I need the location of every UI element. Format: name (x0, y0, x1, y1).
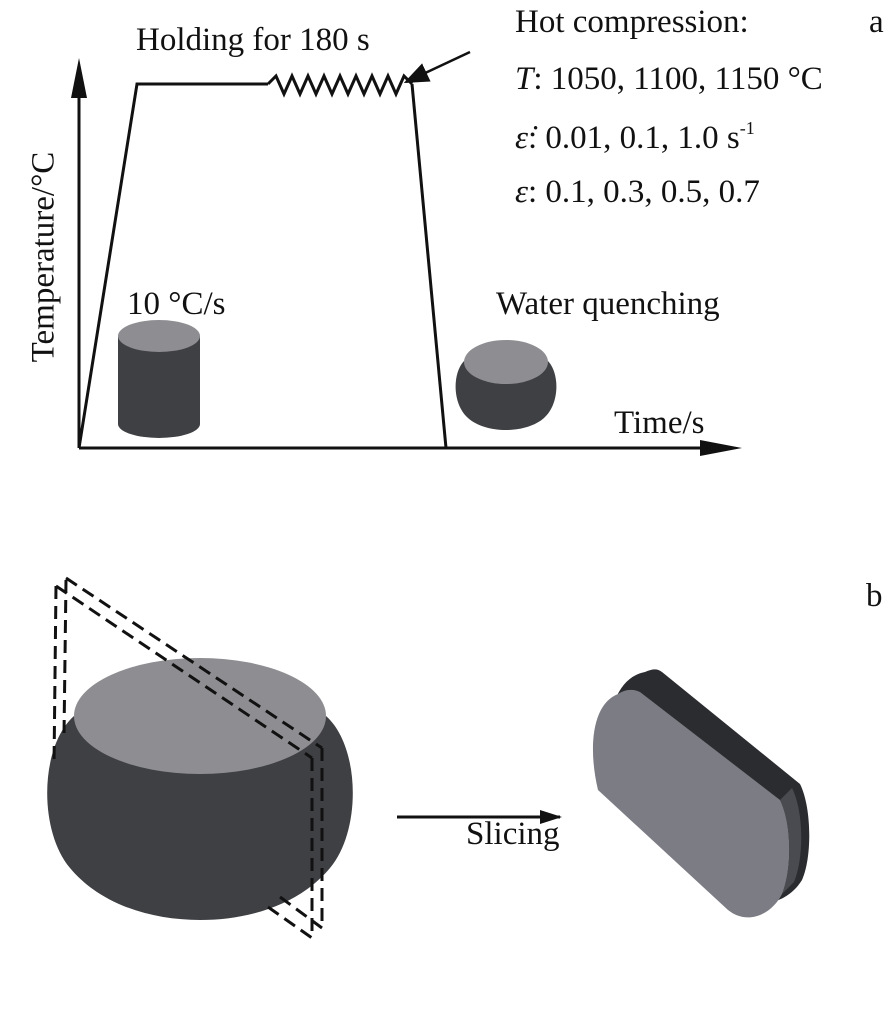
water-quenching-label: Water quenching (496, 286, 720, 322)
heating-ramp (77, 82, 268, 449)
temperature-symbol: T (515, 61, 534, 97)
x-axis-arrowhead (700, 440, 742, 456)
y-axis-arrowhead (71, 58, 87, 98)
holding-label: Holding for 180 s (136, 22, 370, 58)
strain-params: ε: 0.1, 0.3, 0.5, 0.7 (515, 176, 760, 209)
cooling-line (410, 83, 448, 449)
heating-rate-label: 10 °C/s (127, 286, 226, 322)
large-compressed-sample (47, 658, 353, 920)
temperature-values: : 1050, 1100, 1150 °C (533, 61, 823, 97)
strain-rate-params: ε̇: 0.01, 0.1, 1.0 s-1 (515, 119, 755, 155)
slicing-arrowhead (540, 810, 562, 824)
cutting-plane (52, 576, 324, 940)
holding-pointer-arrow (403, 50, 471, 84)
panel-a-letter: a (869, 4, 884, 40)
hot-compression-heading: Hot compression: (515, 4, 749, 40)
temperature-params: T: 1050, 1100, 1150 °C (515, 63, 823, 96)
slice-piece (592, 669, 810, 918)
compressed-sample (455, 340, 557, 430)
strain-rate-values: : 0.01, 0.1, 1.0 s (528, 120, 740, 156)
cylinder-sample (118, 320, 200, 438)
strain-rate-symbol: ε̇ (515, 120, 529, 156)
slicing-label: Slicing (466, 816, 560, 852)
strain-symbol: ε (515, 174, 529, 210)
holding-zigzag (266, 72, 414, 98)
strain-values: : 0.1, 0.3, 0.5, 0.7 (528, 174, 760, 210)
panel-b-letter: b (866, 578, 883, 614)
x-axis-label: Time/s (614, 405, 705, 441)
strain-rate-unit-exponent: -1 (739, 118, 755, 138)
